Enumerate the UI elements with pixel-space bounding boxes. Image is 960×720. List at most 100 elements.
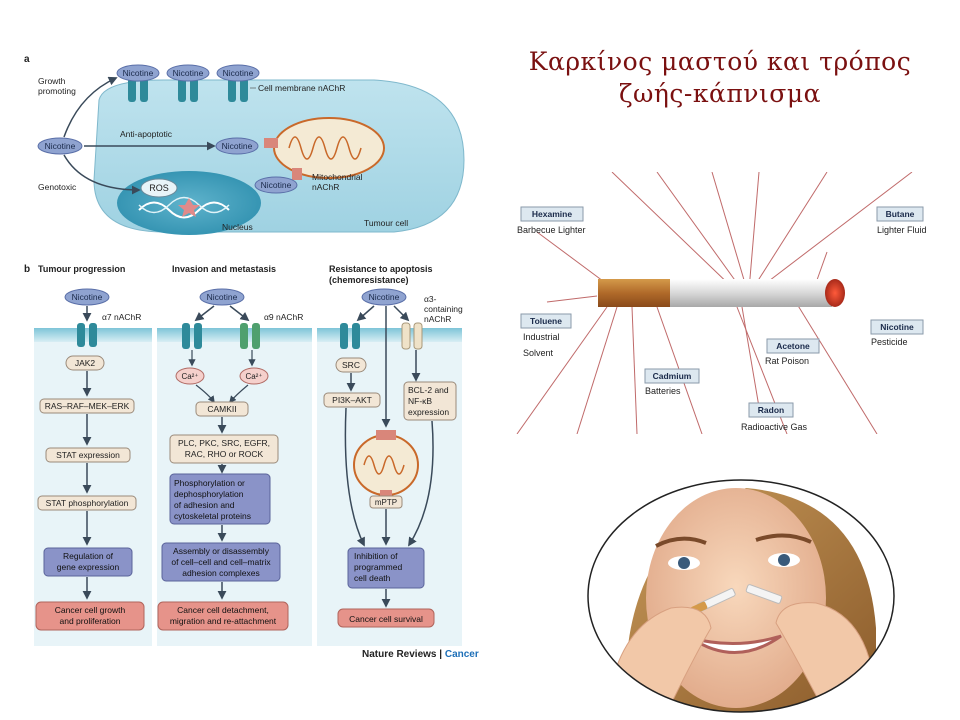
alpha3-label-3: nAChR [424, 314, 451, 324]
stat-expression-node: STAT expression [45, 447, 131, 463]
nicotine-node-membrane-1: Nicotine [116, 64, 160, 82]
col2-nicotine-node: Nicotine [199, 288, 245, 306]
panel-b-label: b [24, 264, 30, 275]
nicotine-label: Nicotine [369, 292, 400, 302]
col3-receptor-teal [340, 323, 360, 349]
arrow [194, 305, 215, 322]
stat-phosphorylation-node: STAT phosphorylation [37, 495, 137, 511]
calcium-label: Ca²⁺ [181, 372, 198, 381]
step-label: SRC [342, 360, 360, 370]
step-label: RAC, RHO or ROCK [185, 449, 264, 459]
panel-a-label: a [24, 54, 30, 65]
col3-membrane [317, 328, 462, 342]
col2-membrane [157, 328, 312, 342]
step-label: PLC, PKC, SRC, EGFR, [178, 438, 270, 448]
broken-cigarette-right [745, 584, 783, 604]
step-label: STAT phosphorylation [46, 498, 129, 508]
nicotine-label: Nicotine [123, 68, 154, 78]
arrow [195, 384, 215, 404]
chem-use: Pesticide [871, 337, 908, 347]
col1-cell-background [34, 328, 152, 646]
woman-breaking-cigarette-photo [587, 479, 895, 713]
chem-label-hexamine: Hexamine Barbecue Lighter [517, 206, 586, 235]
eyebrow-right [755, 533, 812, 544]
nicotine-node-mito-1: Nicotine [215, 137, 259, 155]
step-label: RAS–RAF–MEK–ERK [45, 401, 130, 411]
regulation-gene-node: Regulation of gene expression [43, 547, 133, 577]
step-label: of adhesion and [174, 500, 235, 510]
alpha7-label: α7 nAChR [102, 312, 141, 322]
dna-strand-icon [138, 201, 230, 219]
iris-left [678, 557, 690, 569]
mito-nachr-line2: nAChR [312, 182, 339, 192]
growth-label-1: Growth [38, 76, 66, 86]
col1-nicotine-node: Nicotine [64, 288, 110, 306]
col2-receptor-teal [182, 323, 202, 349]
nucleus-label: Nucleus [222, 222, 253, 232]
step-label: expression [408, 407, 449, 417]
chem-use: Lighter Fluid [877, 225, 927, 235]
title-line-2: ζωής-κάπνισμα [619, 79, 821, 108]
col3-heading-1: Resistance to apoptosis [329, 264, 433, 274]
outcome-label: and proliferation [60, 616, 121, 626]
jak2-node: JAK2 [65, 355, 105, 371]
credit-cancer: Cancer [444, 649, 479, 660]
alpha9-label: α9 nAChR [264, 312, 303, 322]
alpha9-receptor [240, 323, 260, 349]
nicotine-label: Nicotine [222, 141, 253, 151]
radiating-lines [516, 172, 913, 434]
col3-nicotine-node: Nicotine [361, 288, 407, 306]
anti-apoptotic-label: Anti-apoptotic [120, 129, 173, 139]
mptp-node: mPTP [369, 495, 403, 509]
alpha7-receptor [77, 323, 97, 347]
cigarette-paper [670, 279, 832, 307]
alpha3-receptor [401, 322, 423, 350]
chem-use: Industrial [523, 332, 560, 342]
chem-label-acetone: Acetone Rat Poison [765, 338, 820, 366]
chem-label-nicotine: Nicotine Pesticide [870, 319, 924, 347]
step-label: gene expression [57, 562, 120, 572]
arrow-growth [63, 76, 118, 138]
step-label: NF-κB [408, 396, 432, 406]
step-label: mPTP [375, 498, 397, 507]
genotoxic-label: Genotoxic [38, 182, 77, 192]
src-node: SRC [335, 357, 367, 373]
chem-name: Cadmium [653, 371, 692, 381]
slide-title: Καρκίνος μαστού και τρόπος ζωής-κάπνισμα [500, 46, 940, 110]
credit-sep: | [436, 649, 445, 660]
survival-outcome-node: Cancer cell survival [337, 608, 435, 628]
chem-use: Radioactive Gas [741, 422, 808, 432]
step-label: of cell–cell and cell–matrix [171, 557, 271, 567]
step-label: cytoskeletal proteins [174, 511, 251, 521]
ras-raf-node: RAS–RAF–MEK–ERK [39, 398, 135, 414]
chem-name: Acetone [776, 341, 810, 351]
step-label: CAMKII [207, 404, 236, 414]
phosphorylation-node: Phosphorylation or dephosphorylation of … [169, 473, 271, 525]
step-label: Regulation of [63, 551, 114, 561]
nicotine-label: Nicotine [173, 68, 204, 78]
alpha3-label-2: containing [424, 304, 463, 314]
col1-heading: Tumour progression [38, 264, 125, 274]
cigarette-ember-icon [825, 279, 845, 307]
detachment-outcome-node: Cancer cell detachment, migration and re… [157, 601, 289, 631]
alpha3-label-1: α3- [424, 294, 437, 304]
arrow [229, 384, 249, 404]
mouth-smile [690, 634, 782, 654]
arrow [393, 305, 410, 322]
step-label: Phosphorylation or [174, 478, 245, 488]
ros-damage-icon [178, 198, 200, 217]
chem-name: Nicotine [880, 322, 914, 332]
bcl2-node: BCL-2 and NF-κB expression [403, 381, 457, 421]
step-label: cell death [354, 573, 391, 583]
cell-membrane-nachr-label: Cell membrane nAChR [258, 83, 345, 93]
arrow [356, 305, 375, 322]
ros-node [140, 178, 178, 198]
inhibition-node: Inhibition of programmed cell death [347, 547, 425, 589]
calcium-label: Ca²⁺ [245, 372, 262, 381]
nicotine-node-membrane-2: Nicotine [166, 64, 210, 82]
arrow [344, 407, 365, 547]
kinases-node: PLC, PKC, SRC, EGFR, RAC, RHO or ROCK [169, 434, 279, 464]
step-label: BCL-2 and [408, 385, 449, 395]
outcome-label: Cancer cell survival [349, 614, 423, 624]
